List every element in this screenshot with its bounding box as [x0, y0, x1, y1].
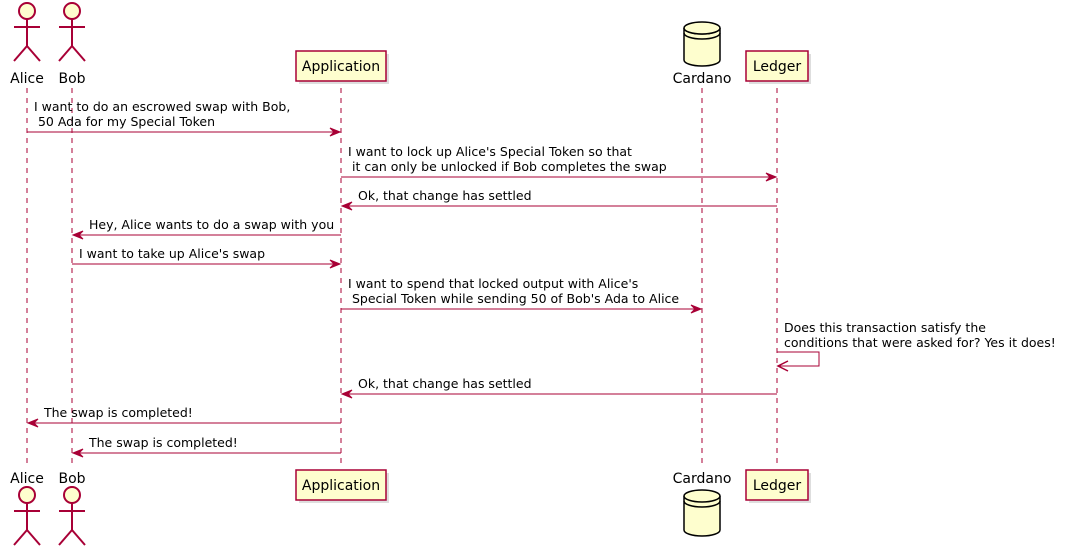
- arrow-head: [71, 230, 84, 240]
- message-3: Ok, that change has settled: [340, 188, 777, 211]
- bob-label: Bob: [58, 71, 85, 87]
- cardano-database-icon: [683, 21, 721, 67]
- message-text: conditions that were asked for? Yes it d…: [784, 335, 1056, 350]
- arrow-head: [340, 389, 353, 399]
- arrow-head: [26, 418, 39, 428]
- message-text: Ok, that change has settled: [358, 188, 532, 203]
- cardano-label: Cardano: [673, 71, 732, 87]
- message-text: I want to spend that locked output with …: [348, 276, 638, 291]
- message-text: The swap is completed!: [88, 435, 238, 450]
- ledger-box: [745, 469, 809, 501]
- application-box: [295, 469, 387, 501]
- message-1: I want to do an escrowed swap with Bob, …: [27, 99, 342, 137]
- message-6: I want to spend that locked output with …: [341, 276, 703, 314]
- message-text: Ok, that change has settled: [358, 376, 532, 391]
- arrow-head: [765, 172, 778, 182]
- cardano-label-bottom: Cardano: [673, 471, 732, 487]
- message-text: Does this transaction satisfy the: [784, 320, 986, 335]
- messages: I want to do an escrowed swap with Bob, …: [26, 99, 1056, 458]
- message-text: I want to do an escrowed swap with Bob,: [34, 99, 290, 114]
- alice-actor-icon: [13, 2, 41, 62]
- alice-actor-icon-bottom: [13, 486, 41, 546]
- bob-actor-icon: [58, 2, 86, 62]
- alice-label-bottom: Alice: [10, 471, 44, 487]
- bob-label-bottom: Bob: [58, 471, 85, 487]
- message-text: it can only be unlocked if Bob completes…: [348, 159, 667, 174]
- message-4: Hey, Alice wants to do a swap with you: [71, 217, 341, 240]
- message-text: I want to lock up Alice's Special Token …: [348, 144, 632, 159]
- message-text: Special Token while sending 50 of Bob's …: [348, 291, 679, 306]
- ledger-box: [745, 50, 809, 82]
- arrow-head: [329, 259, 342, 269]
- message-arrow: [777, 351, 820, 367]
- message-text: 50 Ada for my Special Token: [34, 114, 215, 129]
- message-10: The swap is completed!: [71, 435, 341, 458]
- message-7: Does this transaction satisfy theconditi…: [776, 320, 1056, 372]
- message-8: Ok, that change has settled: [340, 376, 777, 399]
- message-text: I want to take up Alice's swap: [79, 246, 265, 261]
- message-2: I want to lock up Alice's Special Token …: [341, 144, 778, 182]
- arrow-head: [690, 304, 703, 314]
- cardano-database-icon-bottom: [683, 489, 721, 537]
- arrow-head: [71, 448, 84, 458]
- bob-actor-icon-bottom: [58, 486, 86, 546]
- arrow-head: [329, 127, 342, 137]
- ledger-label: Ledger: [753, 59, 802, 75]
- alice-label: Alice: [10, 71, 44, 87]
- ledger-label: Ledger: [753, 478, 802, 494]
- message-text: Hey, Alice wants to do a swap with you: [89, 217, 334, 232]
- message-5: I want to take up Alice's swap: [72, 246, 342, 269]
- message-text: The swap is completed!: [43, 405, 193, 420]
- message-9: The swap is completed!: [26, 405, 341, 428]
- arrow-head: [340, 201, 353, 211]
- application-label: Application: [302, 478, 380, 494]
- application-box: [295, 50, 387, 82]
- application-label: Application: [302, 59, 380, 75]
- arrow-head: [776, 360, 789, 372]
- lifelines: [26, 88, 778, 465]
